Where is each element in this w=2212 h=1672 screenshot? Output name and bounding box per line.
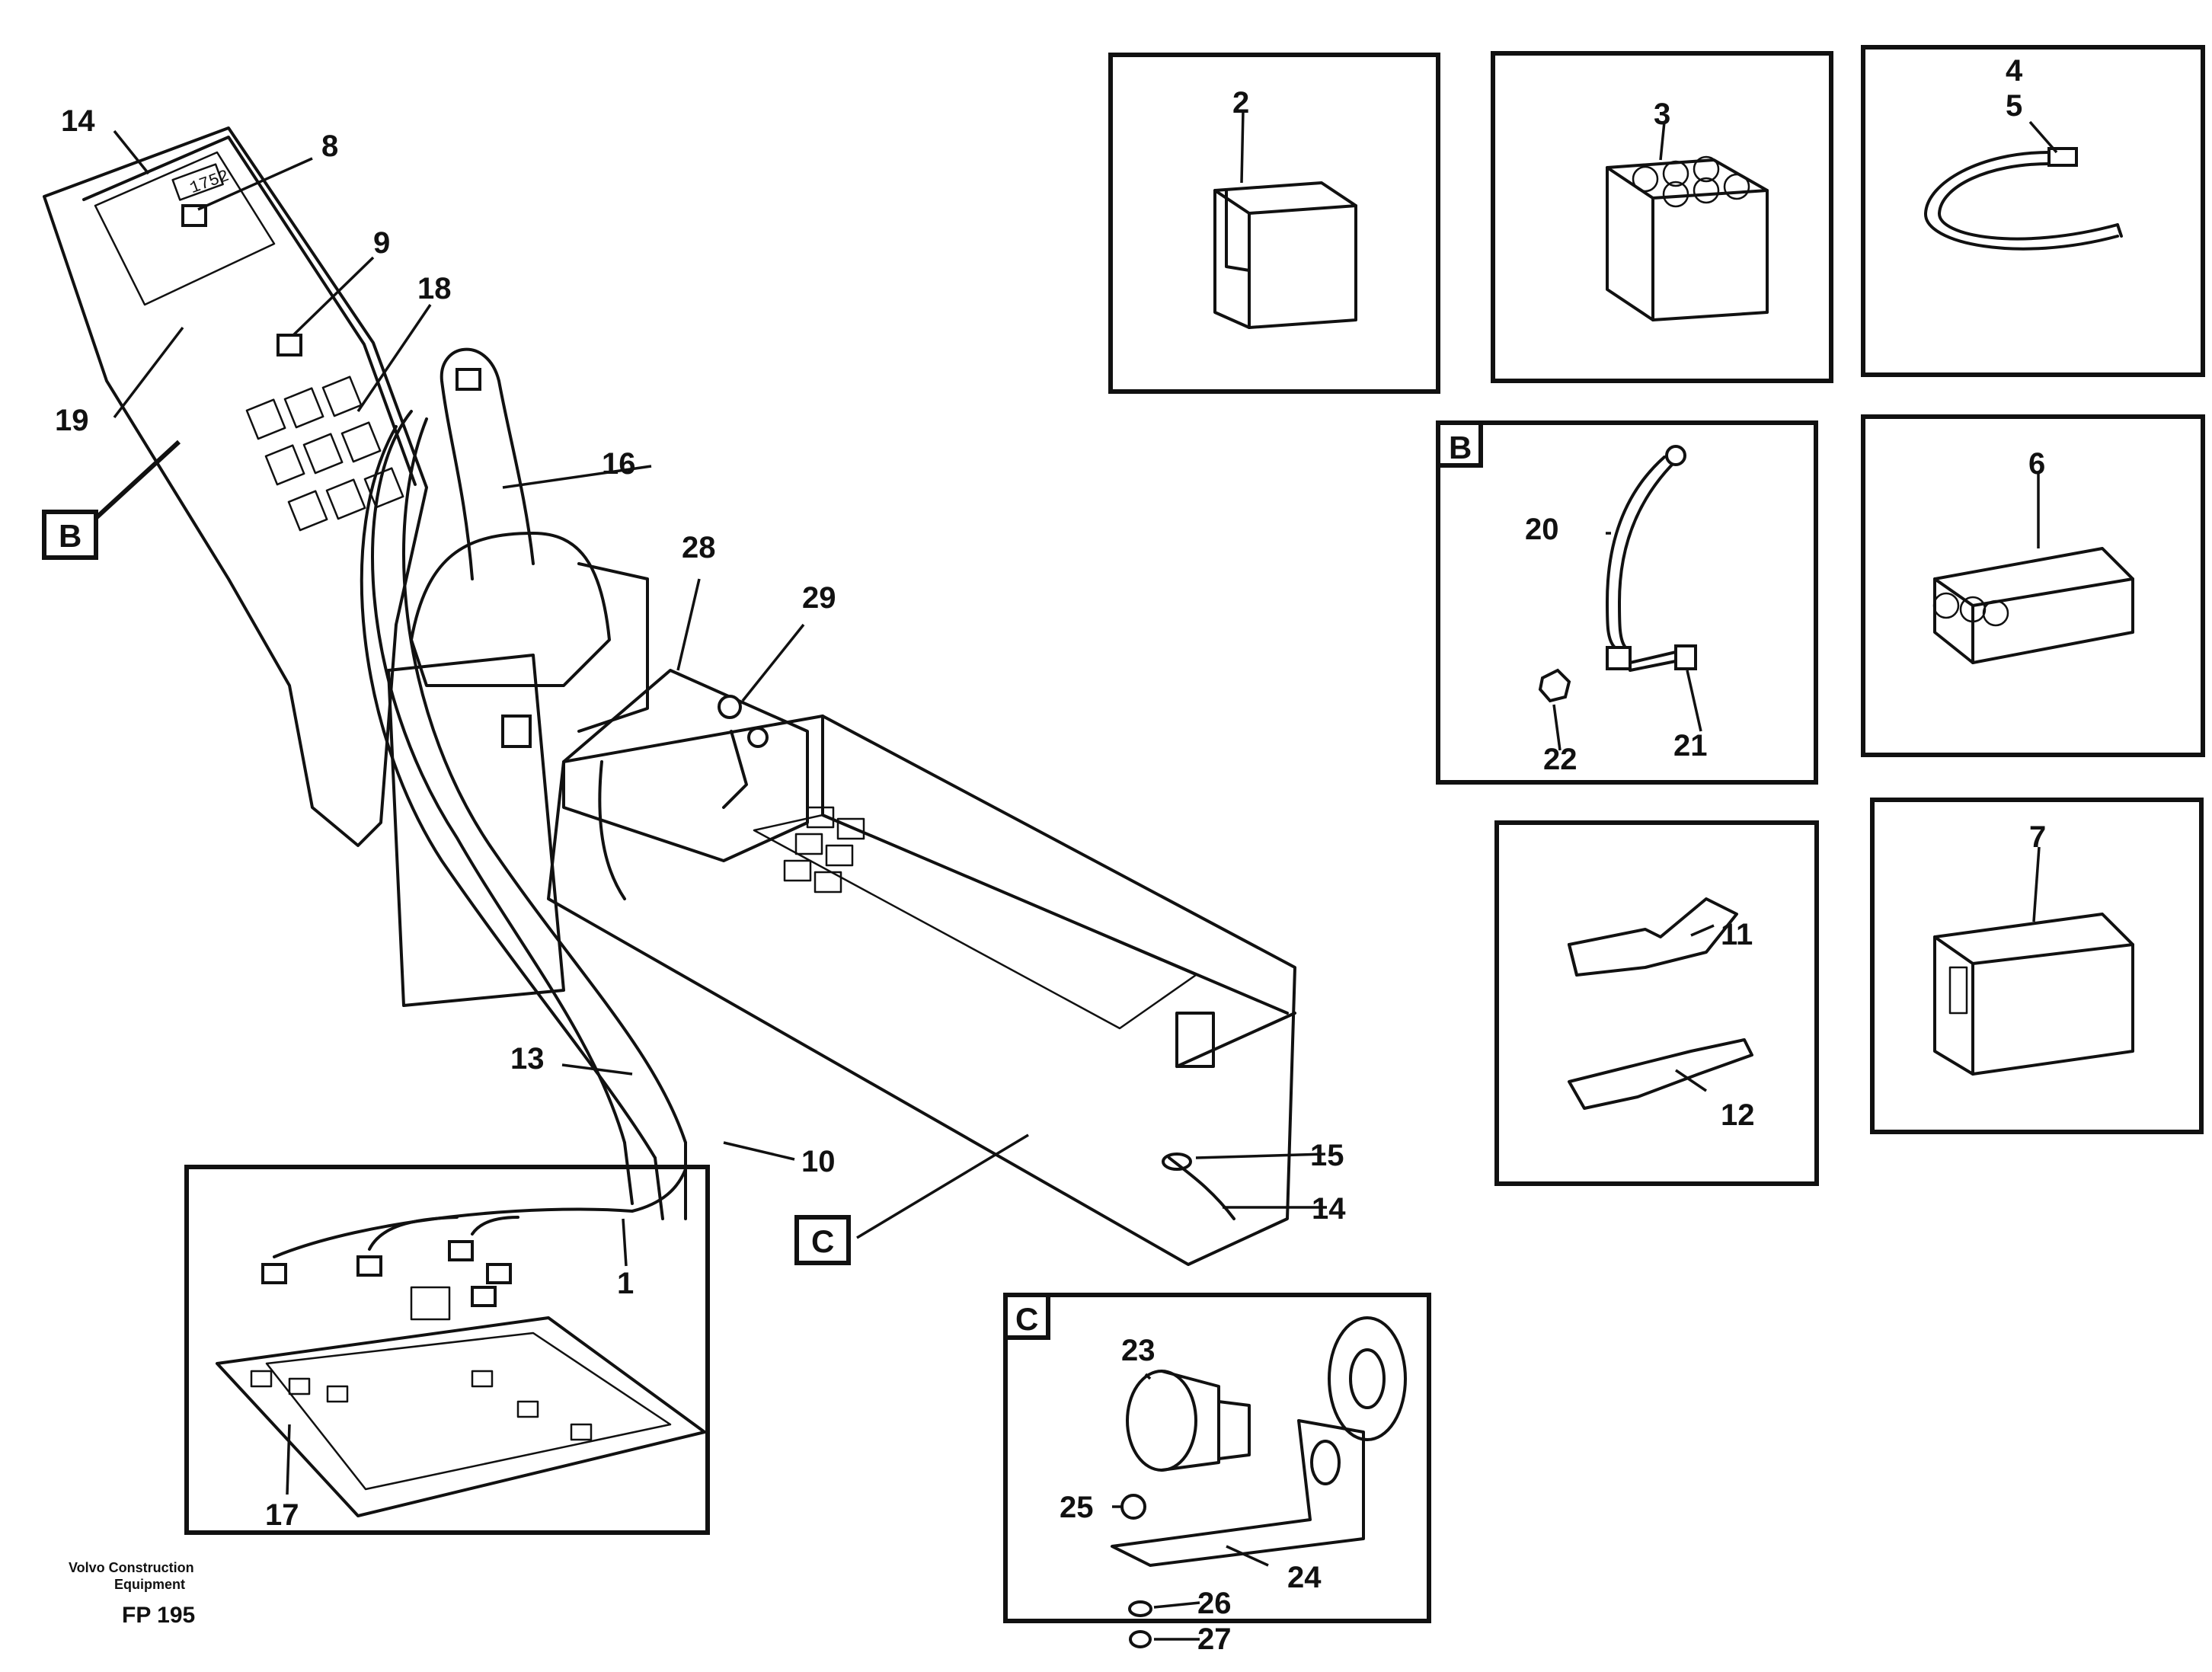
- callout-11: 11: [1721, 918, 1753, 951]
- callout-28: 28: [682, 531, 716, 564]
- callout-20: 20: [1525, 513, 1559, 546]
- part-c-detail-panel: [1003, 1293, 1431, 1648]
- callout-12: 12: [1721, 1098, 1755, 1132]
- callout-18: 18: [417, 272, 452, 305]
- callout-21: 21: [1673, 729, 1708, 762]
- callout-4: 4: [2006, 54, 2023, 88]
- callout-1: 1: [617, 1267, 634, 1300]
- callout-19: 19: [55, 404, 89, 437]
- detail-b-marker: B: [59, 518, 82, 554]
- leader-lines: [113, 110, 2058, 1641]
- callout-9: 9: [373, 226, 390, 260]
- console-assembly: 1752: [43, 126, 1296, 1266]
- brand-line-1: Volvo Construction: [69, 1560, 194, 1575]
- detail-c-panel-label: C: [1015, 1301, 1038, 1337]
- part-3-panel: [1491, 51, 1833, 383]
- callout-23: 23: [1121, 1334, 1156, 1367]
- callout-5: 5: [2006, 89, 2022, 123]
- callout-14-rear: 14: [1312, 1192, 1346, 1226]
- callout-15: 15: [1310, 1139, 1344, 1172]
- callout-25: 25: [1060, 1491, 1094, 1524]
- callout-24: 24: [1287, 1561, 1322, 1594]
- callout-27: 27: [1197, 1622, 1232, 1656]
- callout-13: 13: [510, 1042, 545, 1076]
- callout-29: 29: [802, 581, 836, 615]
- part-b-detail-panel: [1436, 420, 1818, 785]
- callout-6: 6: [2028, 447, 2045, 481]
- part-4-5-panel: [1861, 45, 2205, 377]
- detail-b-panel-label: B: [1449, 430, 1472, 465]
- figure-code: FP 195: [122, 1603, 196, 1628]
- keypad: [783, 806, 865, 894]
- callout-16: 16: [602, 447, 636, 481]
- part-6-panel: [1861, 414, 2205, 757]
- detail-c-marker: C: [811, 1223, 834, 1259]
- circuit-board-panel: [184, 1165, 710, 1535]
- callout-14: 14: [61, 104, 95, 138]
- callout-26: 26: [1197, 1587, 1232, 1620]
- panel-switches: [245, 376, 404, 532]
- callout-7: 7: [2029, 820, 2046, 854]
- part-2-panel: [1108, 53, 1440, 394]
- part-11-12-panel: [1494, 820, 1819, 1186]
- callout-labels: 14 8 9 18 19 16 28 29 13 10 1 17 15 14 2…: [55, 54, 2046, 1656]
- callout-10: 10: [801, 1145, 836, 1178]
- callout-2: 2: [1232, 86, 1249, 120]
- callout-22: 22: [1543, 743, 1577, 776]
- brand-line-2: Equipment: [114, 1577, 185, 1592]
- part-7-panel: [1870, 798, 2204, 1134]
- callout-17: 17: [265, 1498, 299, 1532]
- callout-3: 3: [1654, 98, 1670, 131]
- callout-8: 8: [321, 129, 338, 163]
- detail-letter-boxes: B C B C: [42, 430, 1472, 1337]
